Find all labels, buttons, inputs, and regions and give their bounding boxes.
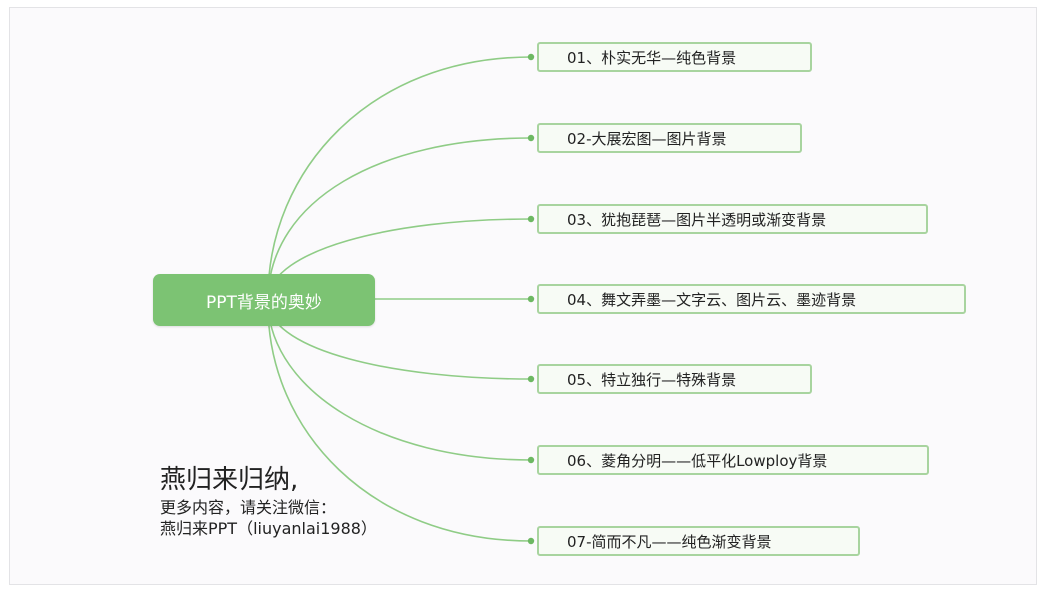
connector-07 [267,304,532,542]
connector-01 [267,56,532,299]
branch-node-05[interactable]: 05、特立独行—特殊背景 [537,364,812,394]
connector-dot-06 [527,456,535,464]
branch-node-07[interactable]: 07-简而不凡——纯色渐变背景 [537,526,860,556]
connector-dot-05 [527,375,535,383]
connector-dot-04 [527,295,535,303]
branch-node-01[interactable]: 01、朴实无华—纯色背景 [537,42,812,72]
note-title: 燕归来归纳, [160,465,299,495]
connector-dot-02 [527,134,535,142]
author-note: 燕归来归纳, 更多内容，请关注微信： 燕归来PPT（liuyanlai1988） [160,463,377,539]
branch-node-06[interactable]: 06、菱角分明——低平化Lowploy背景 [537,445,929,475]
branch-node-04[interactable]: 04、舞文弄墨—文字云、图片云、墨迹背景 [537,284,966,314]
connector-dot-01 [527,53,535,61]
note-follow-text: 更多内容，请关注微信： [160,498,337,517]
branch-node-02[interactable]: 02-大展宏图—图片背景 [537,123,802,153]
note-wechat-id: 燕归来PPT（liuyanlai1988） [160,519,377,538]
branch-node-03[interactable]: 03、犹抱琵琶—图片半透明或渐变背景 [537,204,928,234]
connector-dot-03 [527,215,535,223]
connector-06 [267,304,532,461]
connector-dot-07 [527,537,535,545]
connector-02 [267,137,532,299]
root-topic[interactable]: PPT背景的奥妙 [153,274,375,326]
